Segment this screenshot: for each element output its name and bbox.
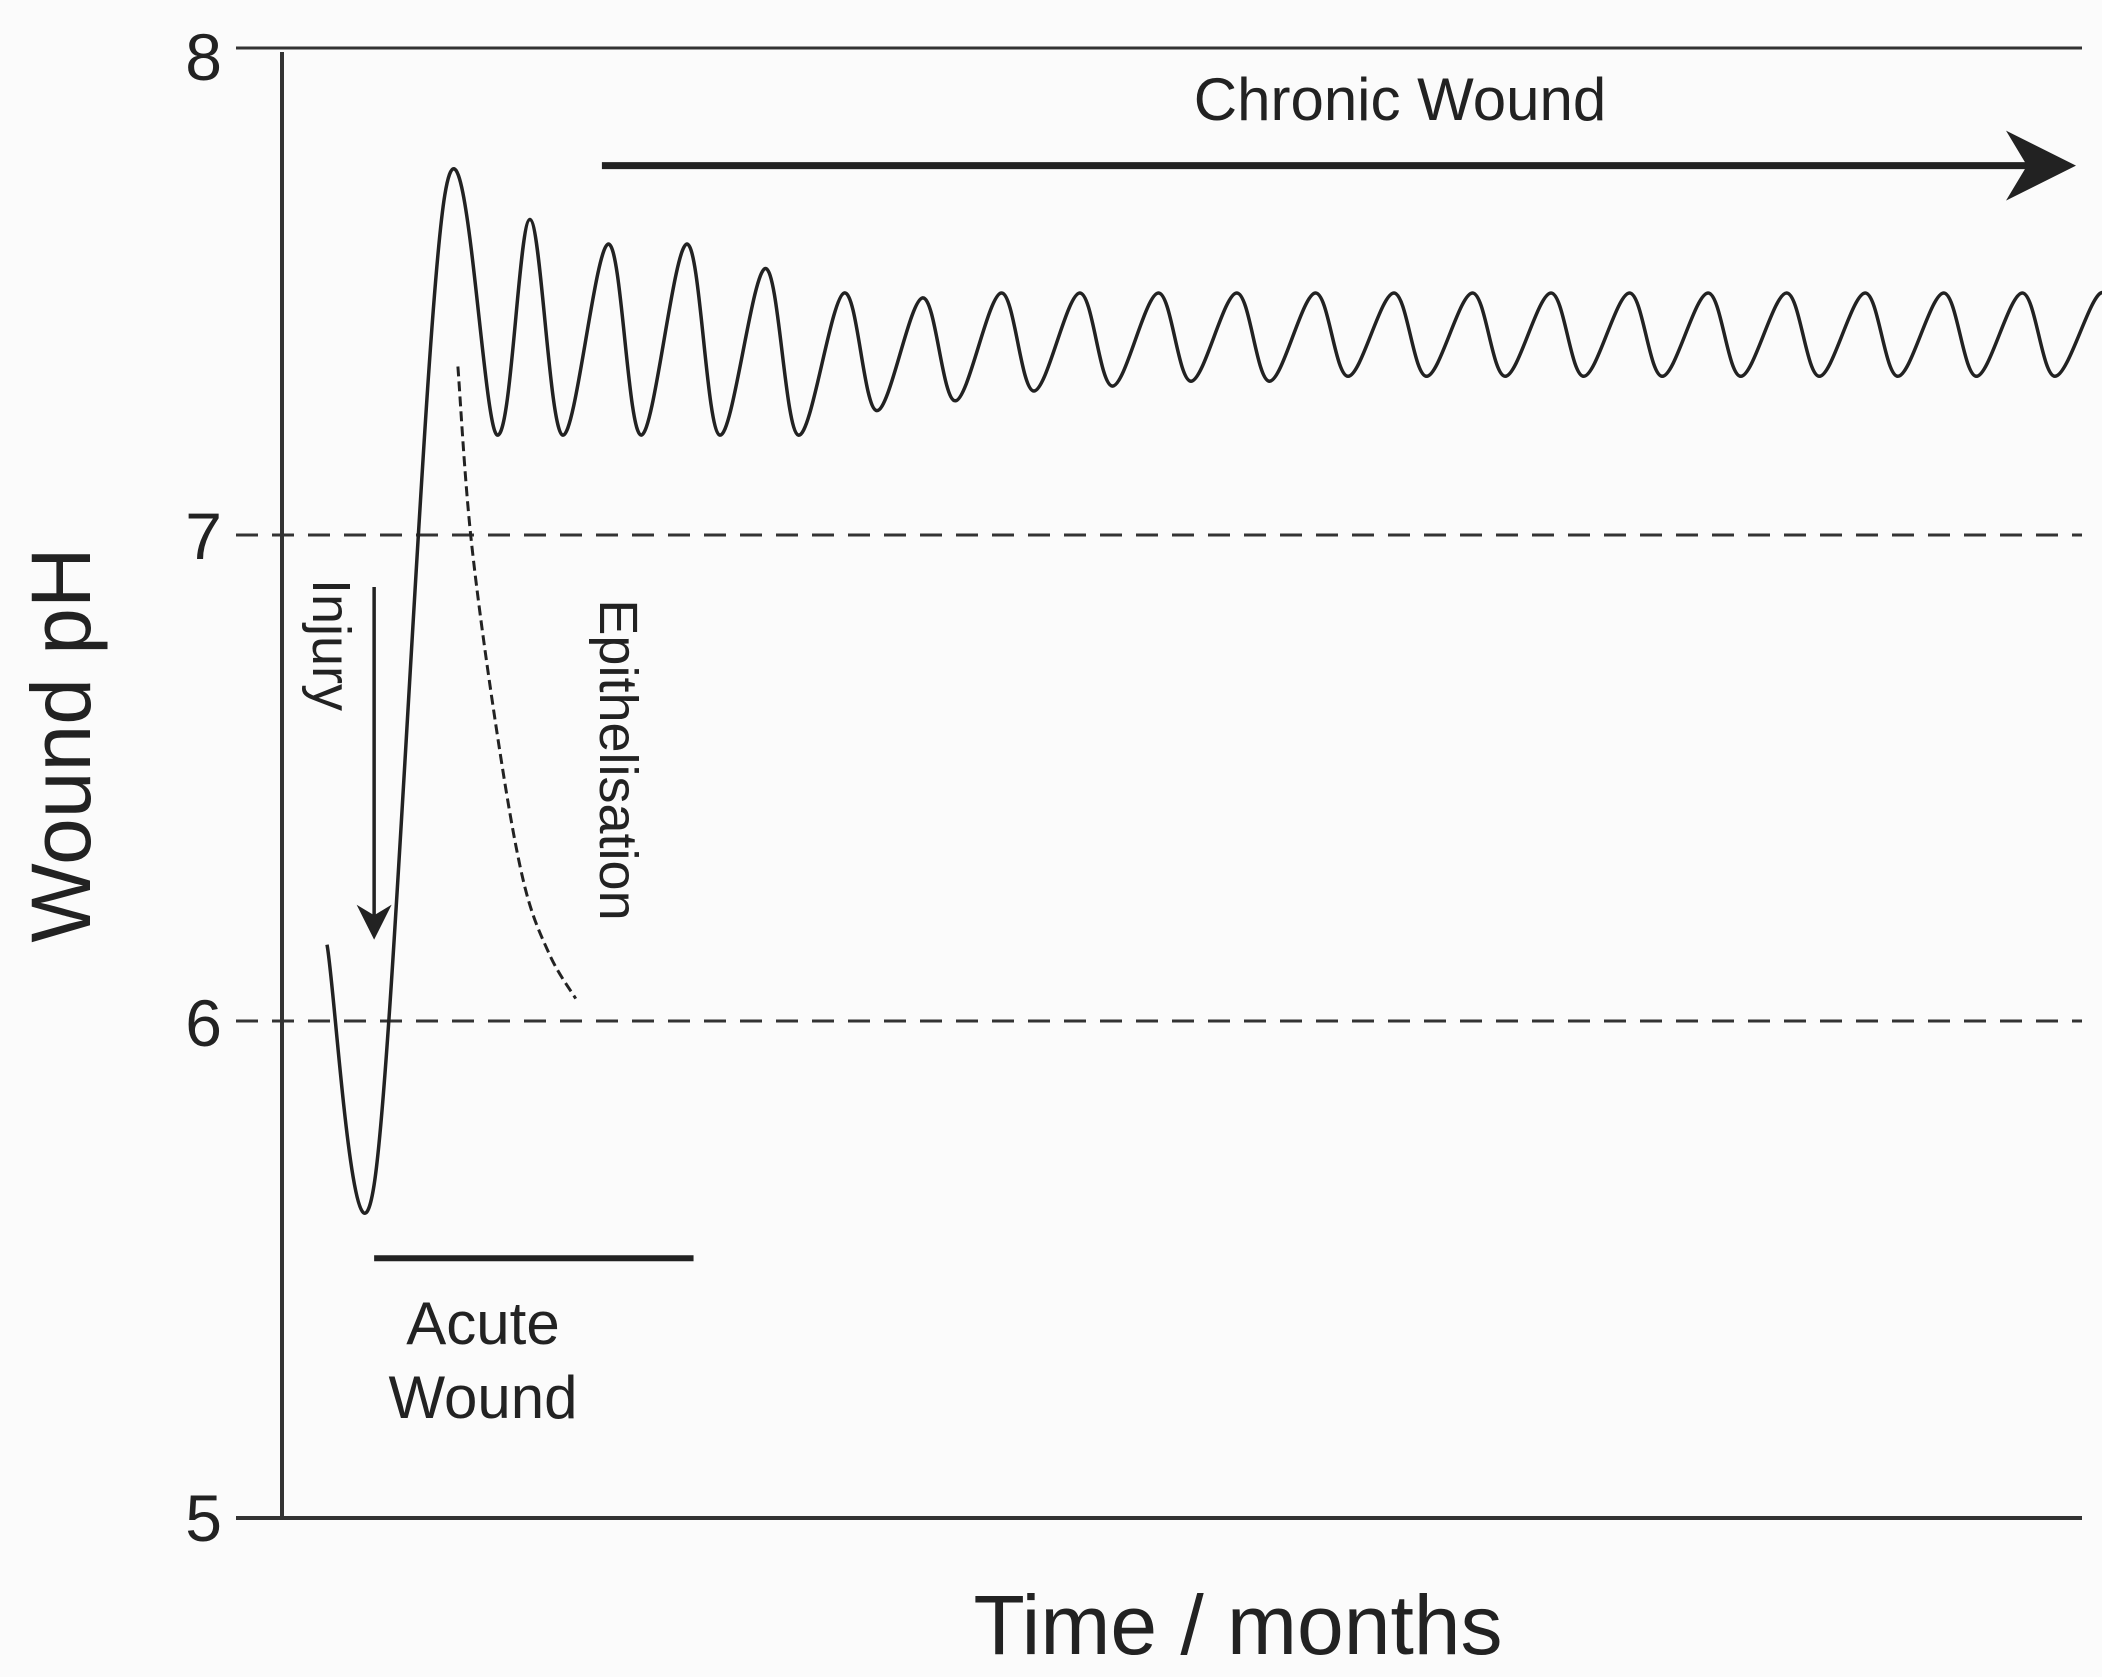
epithelisation-label: Epithelisation (588, 599, 648, 920)
y-tick-labels: 8 7 6 5 (185, 20, 222, 1555)
injury-label: Injury (301, 579, 361, 711)
y-tick-label: 6 (185, 986, 222, 1060)
y-axis-label: Wound pH (14, 547, 108, 942)
acute-wound-label-line2: Wound (388, 1364, 577, 1431)
x-axis-label: Time / months (973, 1578, 1502, 1672)
y-tick-label: 7 (185, 499, 222, 573)
series-line (325, 167, 2102, 1215)
chronic-wound-label: Chronic Wound (1194, 66, 1606, 133)
acute-wound-label-line1: Acute (406, 1290, 559, 1357)
epithelisation-curve (456, 366, 577, 1000)
y-tick-label: 8 (185, 20, 222, 94)
y-tick-label: 5 (185, 1481, 222, 1555)
grid (236, 46, 2082, 1023)
axes (236, 52, 2082, 1520)
